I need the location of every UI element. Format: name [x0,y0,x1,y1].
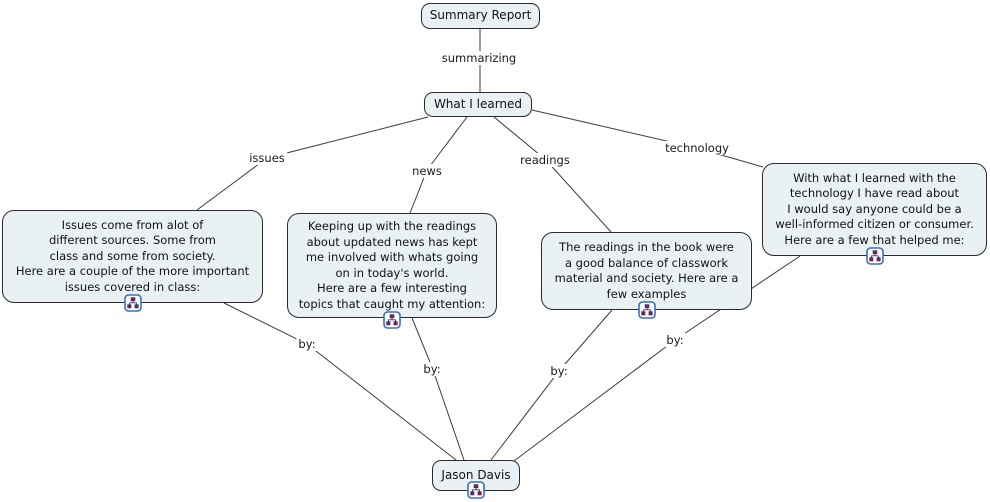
link-label-readings[interactable]: readings [518,153,572,167]
resource-group-icon[interactable] [866,247,884,265]
resource-group-icon[interactable] [638,301,656,319]
resource-group-icon[interactable] [383,311,401,329]
node-what-i-learned[interactable]: What I learned [424,92,532,117]
link-line-issues[interactable] [196,116,429,211]
resource-group-icon[interactable] [467,481,485,499]
node-news-box[interactable]: Keeping up with the readings about updat… [287,213,497,318]
link-label-summarizing[interactable]: summarizing [439,51,519,65]
node-summary-report[interactable]: Summary Report [421,3,540,29]
link-label-issues[interactable]: issues [247,151,287,165]
node-readings-box[interactable]: The readings in the book were a good bal… [541,232,752,310]
link-line-by-news[interactable] [411,317,465,461]
link-line-by-issues[interactable] [223,302,457,461]
resource-group-icon[interactable] [124,294,142,312]
link-label-by-news[interactable]: by: [421,362,443,376]
link-line-by-readings[interactable] [490,309,613,461]
link-label-by-readings[interactable]: by: [548,364,570,378]
link-label-by-technology[interactable]: by: [664,333,686,347]
link-label-technology[interactable]: technology [663,141,731,155]
link-label-by-issues[interactable]: by: [296,337,318,351]
node-issues-box[interactable]: Issues come from alot of different sourc… [2,210,263,303]
link-label-news[interactable]: news [410,164,444,178]
node-technology-box[interactable]: With what I learned with the technology … [762,163,987,256]
link-line-readings[interactable] [493,116,612,233]
